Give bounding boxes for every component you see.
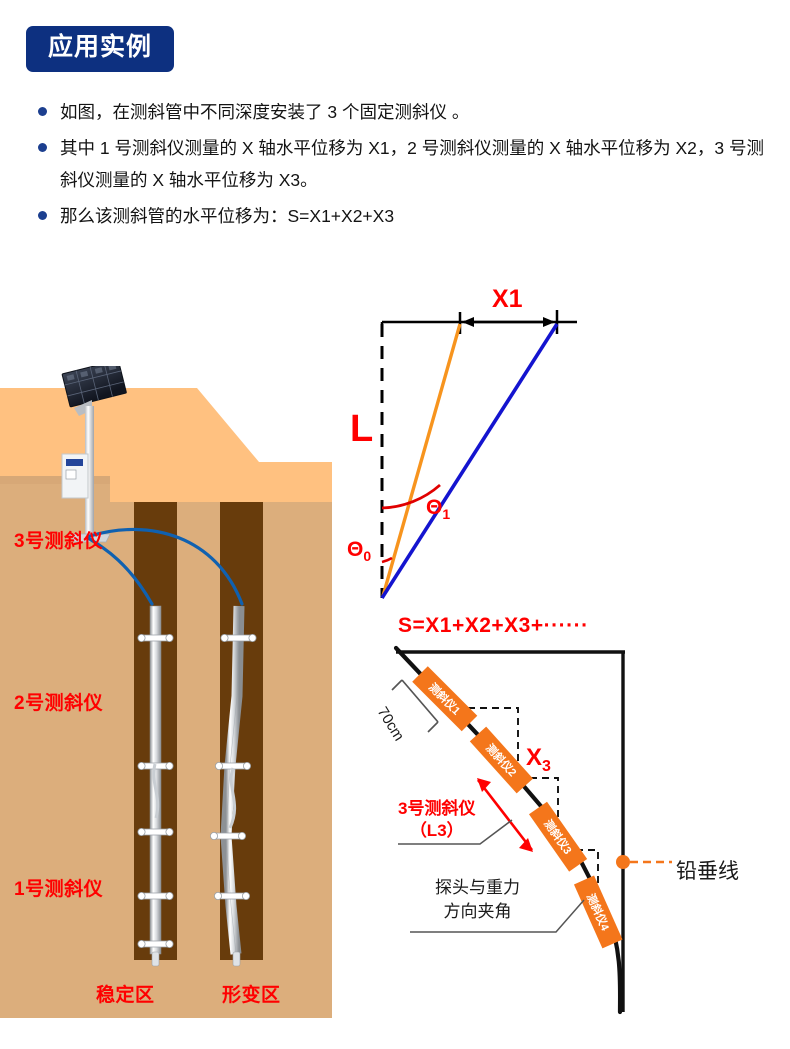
scene-label-inclinometer-3: 3号测斜仪 [14,531,104,552]
probe-chain-diagram: 测斜仪1 测斜仪2 测斜仪3 测斜仪4 [374,612,790,1044]
bullet-dot-icon [38,211,47,220]
theta1-label: Θ1 [426,496,451,523]
theta0-arc [381,556,393,564]
sum-formula-label: S=X1+X2+X3+······ [398,614,589,637]
segment-length-dimension [391,679,439,733]
angle-diagram-svg [380,310,577,599]
bullet-text: 如图，在测斜管中不同深度安装了 3 个固定测斜仪 。 [60,102,470,122]
plumb-dot-icon [616,855,630,869]
cable-to-right-borehole [88,527,244,606]
flex-joint [228,767,237,829]
solar-panel-icon [61,366,127,408]
soil-shadow-strip [0,476,110,484]
initial-position-line [381,323,462,597]
list-item: 如图，在测斜管中不同深度安装了 3 个固定测斜仪 。 [36,96,766,128]
length-L-label: L [350,408,374,450]
string-tip [232,951,241,967]
annotation-leaders [398,819,585,933]
inclinometer-string-stable [137,605,174,967]
x1-label: X1 [492,285,523,313]
probe-gravity-angle-note: 探头与重力 方向夹角 [435,878,520,921]
chain-diagram-svg: 测斜仪1 测斜仪2 测斜仪3 测斜仪4 [391,645,672,1015]
l3-red-arrow [476,778,534,852]
bullet-dot-icon [38,107,47,116]
scene-label-deformation-zone: 形变区 [222,985,281,1006]
bullet-dot-icon [38,143,47,152]
scene-label-stable-zone: 稳定区 [96,985,155,1006]
scene-svg [0,366,332,1018]
station-pole [85,406,94,536]
borehole-scene-illustration: 3号测斜仪 2号测斜仪 1号测斜仪 稳定区 形变区 [0,366,332,1044]
list-item: 其中 1 号测斜仪测量的 X 轴水平位移为 X1，2 号测斜仪测量的 X 轴水平… [36,132,766,196]
theta0-label: Θ0 [347,538,372,565]
list-item: 那么该测斜管的水平位移为：S=X1+X2+X3 [36,200,766,232]
cable-to-left-borehole [86,536,154,606]
string-tip [151,951,160,967]
bullet-text: 那么该测斜管的水平位移为：S=X1+X2+X3 [60,206,395,226]
flex-joint [152,763,160,819]
inclinometer-string-deformed [209,605,257,967]
probe-box-4: 测斜仪4 [573,875,623,949]
probe-box-1: 测斜仪1 [412,666,478,732]
bullet-list: 如图，在测斜管中不同深度安装了 3 个固定测斜仪 。 其中 1 号测斜仪测量的 … [36,96,766,236]
wheel-assembly [209,634,257,900]
x3-label: X3 [526,744,551,775]
x1-dimension-arrow [462,317,555,327]
theta1-arc [381,483,441,510]
l3-annotation: 3号测斜仪 （L3） [398,799,476,840]
bullet-text: 其中 1 号测斜仪测量的 X 轴水平位移为 X1，2 号测斜仪测量的 X 轴水平… [60,138,764,190]
solar-station [61,366,127,543]
control-cabinet [61,453,89,499]
page-title-badge: 应用实例 [26,26,175,72]
scene-label-inclinometer-2: 2号测斜仪 [14,693,104,714]
scene-label-inclinometer-1: 1号测斜仪 [14,879,104,900]
tilted-position-line [380,323,559,599]
plumb-line-label: 铅垂线 [676,860,739,883]
angle-geometry-diagram: X1 L Θ1 Θ0 [340,280,790,610]
